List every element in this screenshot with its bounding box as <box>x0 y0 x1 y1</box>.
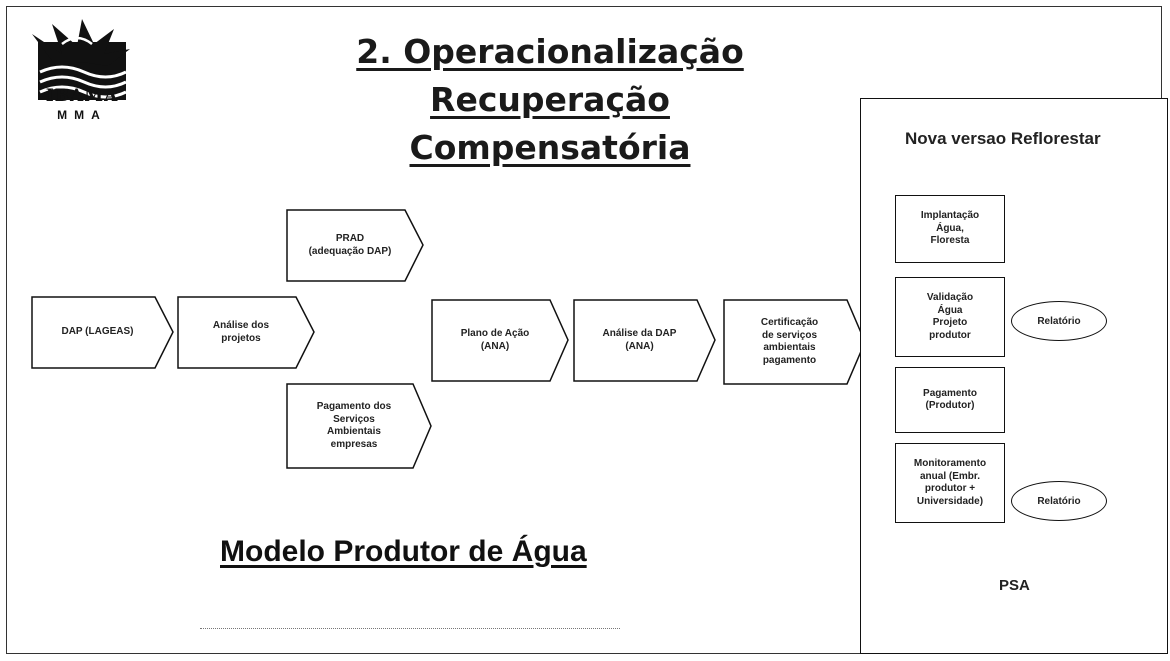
title-line1: 2. Operacionalização Recuperação <box>356 32 744 119</box>
ellipse-relatorio-1: Relatório <box>1011 301 1107 341</box>
model-title: Modelo Produtor de Água <box>220 535 587 568</box>
flow-step-plano-label: Plano de Ação (ANA) <box>460 328 530 352</box>
flow-step-dap-label: DAP (LAGEAS) <box>61 326 134 338</box>
ellipse-relatorio-2: Relatório <box>1011 481 1107 521</box>
panel-box-validacao: Validação Água Projeto produtor <box>895 277 1005 357</box>
flow-step-analise-label: Análise dos projetos <box>212 320 270 344</box>
panel-box-pagamento: Pagamento (Produtor) <box>895 367 1005 433</box>
panel-box-implantacao: Implantação Água, Floresta <box>895 195 1005 263</box>
ibama-logo <box>22 14 132 126</box>
flow-step-prad: PRAD (adequação DAP) <box>285 208 425 283</box>
panel-box-monitoramento: Monitoramento anual (Embr. produtor + Un… <box>895 443 1005 523</box>
panel-footer: PSA <box>999 577 1030 594</box>
reflorestar-panel: Nova versao Reflorestar Implantação Água… <box>860 98 1168 654</box>
flow-step-dap: DAP (LAGEAS) <box>30 295 175 370</box>
flow-step-analise-dap: Análise da DAP (ANA) <box>572 298 717 383</box>
flow-step-analise-dap-label: Análise da DAP (ANA) <box>602 328 677 352</box>
logo-name: IBAMA <box>45 86 119 106</box>
logo-sub: MMA <box>57 108 107 122</box>
flow-step-analise: Análise dos projetos <box>176 295 316 370</box>
footer-dots <box>200 628 620 629</box>
title-line2: Compensatória <box>409 128 691 167</box>
flow-step-plano: Plano de Ação (ANA) <box>430 298 570 383</box>
flow-step-certificacao: Certificação de serviços ambientais paga… <box>722 298 867 386</box>
flow-step-certificacao-label: Certificação de serviços ambientais paga… <box>760 317 819 366</box>
panel-title: Nova versao Reflorestar <box>905 129 1101 148</box>
flow-step-pagamento-label: Pagamento dos Serviços Ambientais empres… <box>316 401 392 450</box>
flow-step-prad-label: PRAD (adequação DAP) <box>308 233 392 257</box>
page-title: 2. Operacionalização Recuperação Compens… <box>240 28 860 172</box>
flow-step-pagamento: Pagamento dos Serviços Ambientais empres… <box>285 382 433 470</box>
